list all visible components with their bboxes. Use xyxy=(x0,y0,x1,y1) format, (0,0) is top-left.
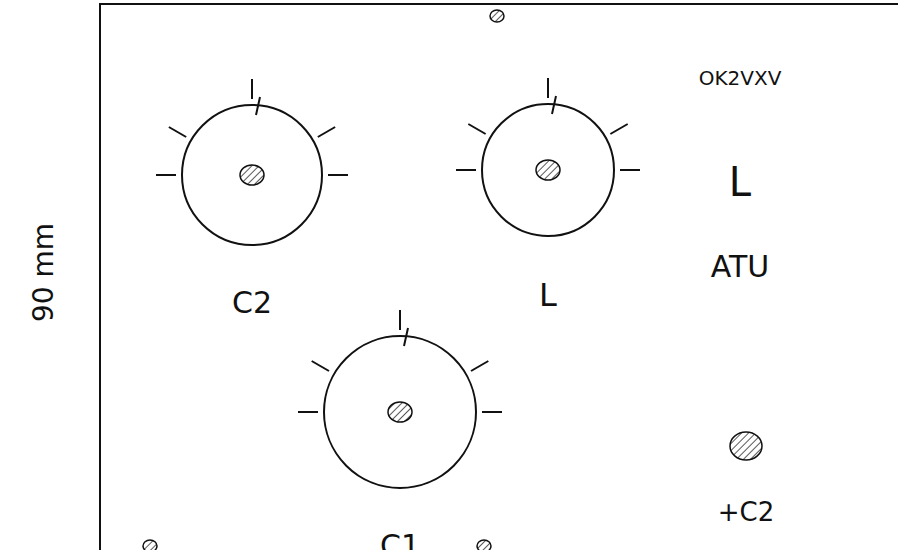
knob: L xyxy=(448,70,648,318)
switch-hole xyxy=(730,432,762,460)
mounting-hole xyxy=(490,10,504,22)
knob-label: L xyxy=(448,276,648,314)
panel-label: L xyxy=(729,159,751,205)
knob-label: C2 xyxy=(148,285,356,320)
knob-dial xyxy=(448,70,648,270)
knob: C2 xyxy=(148,71,356,324)
knob-dial xyxy=(290,302,510,522)
panel-label: +C2 xyxy=(718,497,774,527)
dimension-label: 90 mm xyxy=(28,222,61,321)
mounting-hole xyxy=(477,540,491,550)
panel-label: OK2VXV xyxy=(699,66,782,90)
panel-label: ATU xyxy=(711,249,769,284)
panel-outline xyxy=(100,4,898,550)
mounting-hole xyxy=(143,540,157,550)
knob-label: C1 xyxy=(290,528,510,550)
knob: C1 xyxy=(290,302,510,550)
knob-dial xyxy=(148,71,356,279)
